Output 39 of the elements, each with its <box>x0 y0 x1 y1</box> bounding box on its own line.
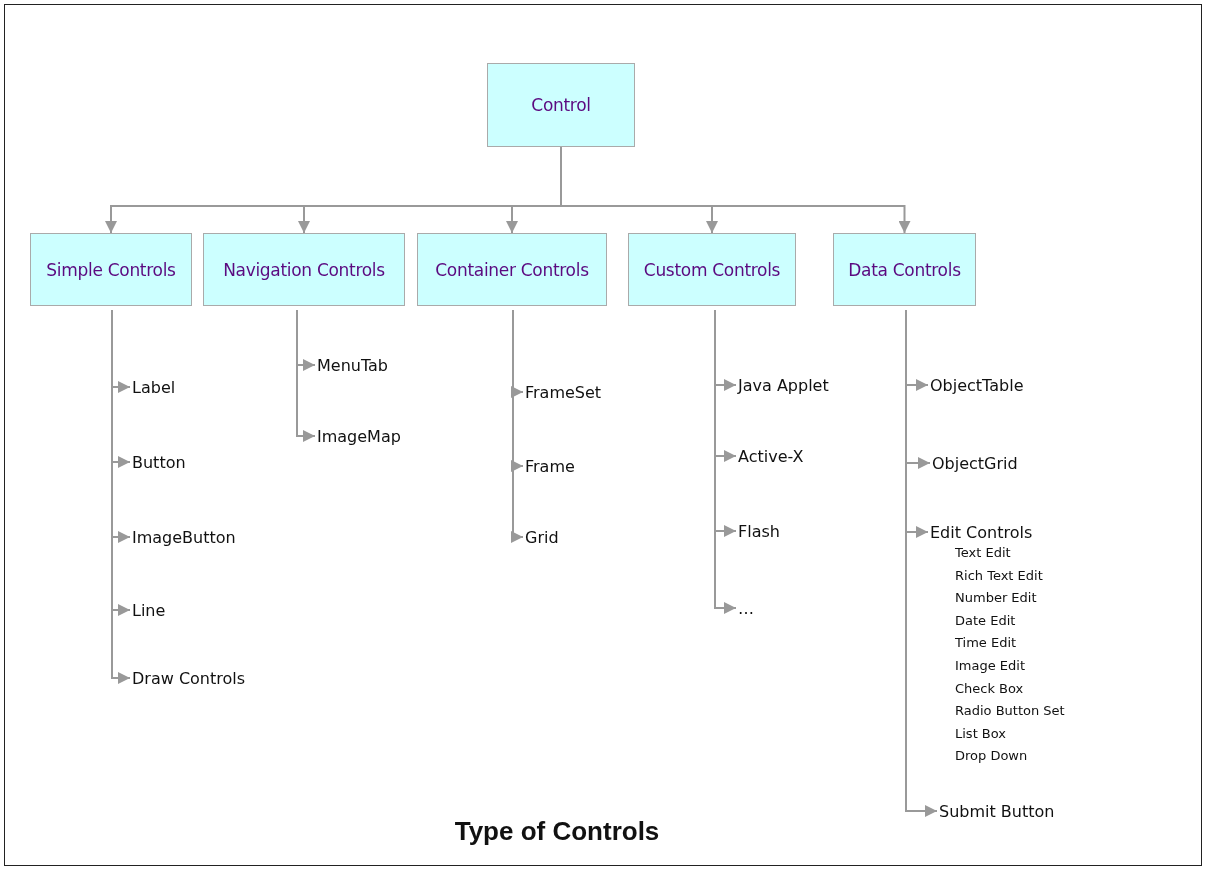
sub-item: Text Edit <box>955 544 1012 562</box>
sub-item: Rich Text Edit <box>955 566 1044 585</box>
connector-arrow <box>296 309 316 442</box>
control-label: Edit Controls <box>930 522 1033 542</box>
control-label: Line <box>132 600 166 620</box>
connector-arrow <box>714 309 737 614</box>
sub-item: Number Edit <box>955 589 1038 608</box>
connector-arrow <box>111 309 131 684</box>
category-box: Data Controls <box>833 233 976 306</box>
control-label: Label <box>132 377 176 397</box>
control-label: FrameSet <box>525 382 602 402</box>
control-label: ObjectTable <box>930 375 1024 395</box>
sub-item: Check Box <box>955 679 1025 698</box>
control-label: Active-X <box>738 446 804 466</box>
control-label: ImageButton <box>132 527 236 547</box>
control-label: ObjectGrid <box>932 453 1018 473</box>
control-label: Button <box>132 452 186 472</box>
control-label: Frame <box>525 456 575 476</box>
diagram-title: Type of Controls <box>454 816 660 847</box>
control-label: Grid <box>525 527 559 547</box>
category-box: Navigation Controls <box>203 233 405 306</box>
category-box: Custom Controls <box>628 233 796 306</box>
sub-item: Image Edit <box>955 656 1027 675</box>
control-label: ImageMap <box>317 426 401 446</box>
control-label: Flash <box>738 521 780 541</box>
control-label: Draw Controls <box>132 668 246 688</box>
sub-item: Time Edit <box>955 634 1018 653</box>
connector-arrow <box>905 309 938 817</box>
control-label: Submit Button <box>939 801 1055 821</box>
root-box: Control <box>487 63 635 147</box>
sub-item: Drop Down <box>955 747 1029 766</box>
sub-item: Radio Button Set <box>955 702 1065 721</box>
control-label: Java Applet <box>738 375 829 395</box>
category-box: Container Controls <box>417 233 607 306</box>
sub-item: List Box <box>955 724 1008 743</box>
category-box: Simple Controls <box>30 233 192 306</box>
sub-item: Date Edit <box>955 611 1017 630</box>
control-label: … <box>738 598 754 618</box>
control-label: MenuTab <box>317 355 388 375</box>
